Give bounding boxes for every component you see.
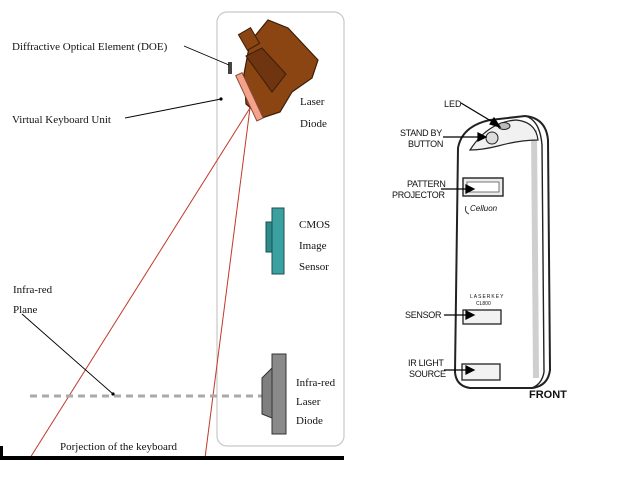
standby-label-line-1: STAND BY — [400, 128, 442, 138]
pattern-projector-label-line-1: PATTERN — [407, 179, 446, 189]
doe-marker — [228, 62, 232, 74]
virtual-keyboard-unit-leader — [124, 98, 222, 119]
projection-label: Porjection of the keyboard — [60, 441, 177, 453]
virtual-keyboard-unit-leader-dot — [219, 97, 223, 101]
doe-label: Diffractive Optical Element (DOE) — [12, 41, 168, 53]
ir-laser-diode-label-line-2: Laser — [296, 396, 321, 408]
led-arrow — [460, 102, 497, 125]
standby-label-line-2: BUTTON — [408, 139, 443, 149]
ir-laser-diode-label-line-1: Infra-red — [296, 377, 336, 389]
doe-element — [235, 71, 264, 122]
laserkey-device-diagram: Celluon LASERKEY CL800 LED STAND BY BUTT… — [392, 99, 567, 401]
model-label-line-2: CL800 — [476, 301, 491, 307]
ir-light-source-window — [461, 363, 501, 381]
standby-arrow-head — [477, 132, 488, 142]
laser-beam-left — [29, 107, 251, 459]
model-label-line-1: LASERKEY — [470, 294, 504, 300]
laser-diode-label-line-2: Diode — [300, 118, 327, 130]
cmos-label-line-3: Sensor — [299, 261, 329, 273]
ir-light-label-line-1: IR LIGHT — [408, 358, 444, 368]
infrared-laser-diode — [261, 353, 287, 435]
cmos-label-line-2: Image — [299, 240, 327, 252]
brand-label: Celluon — [470, 204, 498, 213]
sensor-window — [462, 309, 502, 325]
infrared-plane-leader-dot — [111, 392, 115, 396]
cmos-label-line-1: CMOS — [299, 219, 330, 231]
pattern-projector-arrow-head — [465, 184, 476, 194]
virtual-keyboard-diagram: Diffractive Optical Element (DOE) Virtua… — [0, 11, 345, 460]
sensor-arrow-head — [465, 310, 476, 320]
laser-beam-right — [204, 107, 251, 459]
cmos-image-sensor — [265, 207, 285, 275]
led-label: LED — [444, 99, 462, 109]
ir-light-arrow-head — [465, 365, 476, 375]
ir-laser-diode-label-line-3: Diode — [296, 415, 323, 427]
pattern-projector-label-line-2: PROJECTOR — [392, 190, 445, 200]
sensor-label: SENSOR — [405, 310, 442, 320]
standby-button — [485, 131, 499, 145]
projection-surface — [0, 456, 344, 460]
ir-light-label-line-2: SOURCE — [409, 369, 446, 379]
infrared-plane-label-line-1: Infra-red — [13, 284, 53, 296]
front-label: FRONT — [529, 389, 567, 401]
laser-diode — [237, 19, 319, 119]
virtual-keyboard-unit-label: Virtual Keyboard Unit — [12, 114, 111, 126]
led-arrow-head — [489, 116, 502, 129]
laser-diode-label-line-1: Laser — [300, 96, 325, 108]
doe-leader — [183, 45, 230, 66]
infrared-plane-label-line-2: Plane — [13, 304, 38, 316]
infrared-plane-leader — [21, 313, 114, 395]
projection-surface-tick — [0, 446, 3, 460]
brand-logo-icon — [464, 205, 470, 215]
